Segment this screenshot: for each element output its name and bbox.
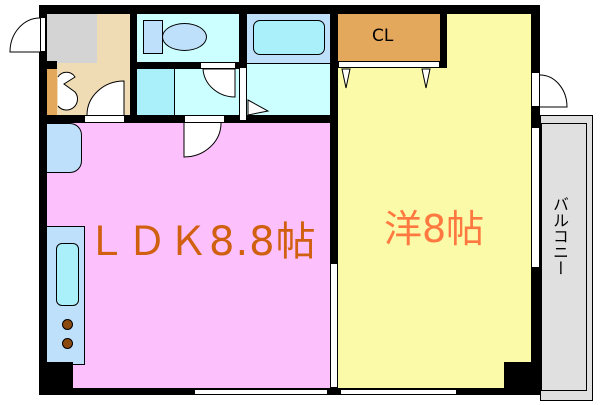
wall-corner bbox=[39, 362, 73, 395]
wash-basin bbox=[137, 69, 175, 115]
refrigerator-space bbox=[47, 123, 82, 173]
window[interactable] bbox=[340, 389, 457, 395]
balcony-door[interactable] bbox=[531, 72, 540, 107]
stove-burner-icon bbox=[62, 319, 73, 330]
wall-corner bbox=[504, 362, 540, 395]
closet-door[interactable] bbox=[338, 61, 440, 68]
door-swing-icon bbox=[183, 122, 222, 158]
closet bbox=[338, 14, 440, 61]
wall bbox=[39, 5, 540, 14]
door-swing-icon bbox=[202, 68, 236, 98]
window[interactable] bbox=[194, 389, 328, 395]
bath-door[interactable] bbox=[239, 67, 247, 121]
stove-burner-icon bbox=[62, 338, 73, 349]
wall bbox=[330, 5, 338, 263]
western-room-label: 洋8帖 bbox=[384, 207, 485, 251]
balcony-label: バルコニー bbox=[550, 196, 569, 276]
bathtub bbox=[253, 20, 325, 55]
ldk-room bbox=[47, 123, 330, 388]
kitchen-sink bbox=[56, 243, 79, 306]
wall bbox=[137, 62, 239, 69]
door-swing-icon bbox=[539, 74, 568, 108]
wall bbox=[130, 14, 137, 123]
western-room-upper bbox=[447, 14, 531, 68]
closet-label: CL bbox=[372, 26, 394, 46]
entrance-floor bbox=[47, 14, 97, 63]
toilet-bowl bbox=[162, 23, 207, 51]
ldk-label: ＬＤＫ8.8帖 bbox=[86, 219, 317, 265]
balcony-window[interactable] bbox=[531, 127, 540, 268]
entrance-inner-door[interactable] bbox=[84, 115, 125, 123]
door-swing-icon bbox=[86, 80, 125, 116]
wall bbox=[47, 61, 57, 69]
balcony-inner bbox=[541, 123, 587, 391]
shoe-cabinet bbox=[47, 69, 57, 115]
bath-door-swing-icon bbox=[247, 99, 270, 116]
closet-door-swing-icon bbox=[341, 68, 431, 89]
washroom-door[interactable] bbox=[184, 115, 225, 123]
balcony bbox=[540, 115, 593, 401]
sliding-door[interactable] bbox=[330, 263, 338, 388]
western-room bbox=[338, 68, 531, 388]
door-swing-icon bbox=[9, 17, 41, 53]
wall bbox=[440, 14, 447, 68]
entrance-door[interactable] bbox=[40, 17, 46, 52]
shoe-cabinet-door-icon bbox=[57, 71, 79, 111]
wall bbox=[39, 5, 47, 395]
